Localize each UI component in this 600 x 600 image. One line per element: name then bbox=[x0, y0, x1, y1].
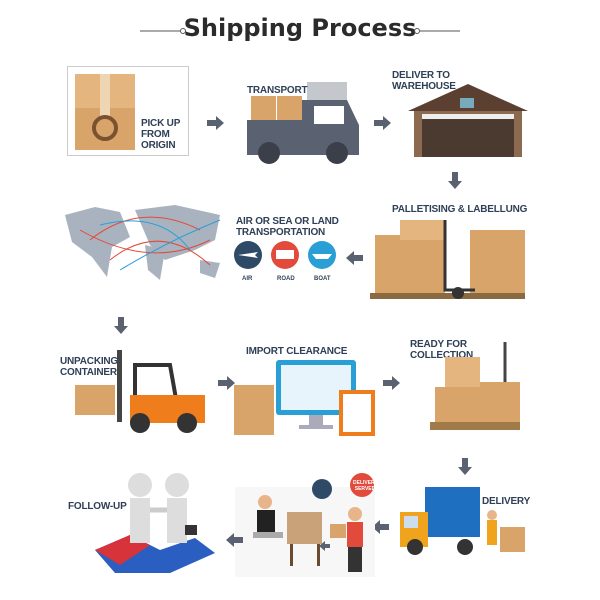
arrow-left-icon bbox=[372, 520, 389, 534]
handshake-puzzle-illustration bbox=[95, 473, 215, 573]
arrow-down-icon bbox=[114, 317, 128, 334]
warehouse-illustration bbox=[408, 84, 528, 157]
transport-truck-illustration bbox=[247, 82, 359, 164]
import-clearance-illustration bbox=[234, 360, 375, 436]
step-warehouse-label: DELIVER TO WAREHOUSE bbox=[392, 70, 456, 92]
boat-label: BOAT bbox=[314, 276, 331, 282]
arrow-left-icon bbox=[346, 251, 363, 265]
arrow-down-icon bbox=[448, 172, 462, 189]
step-ready-label: READY FOR COLLECTION bbox=[410, 339, 473, 361]
arrow-down-icon bbox=[458, 458, 472, 475]
world-map-illustration bbox=[65, 205, 221, 280]
pickup-box-illustration bbox=[67, 66, 189, 156]
delivery-truck-illustration bbox=[400, 487, 525, 555]
air-label: AIR bbox=[242, 276, 253, 282]
step-import-label: IMPORT CLEARANCE bbox=[246, 346, 348, 357]
transport-mode-icons bbox=[234, 241, 336, 269]
arrow-right-icon bbox=[383, 376, 400, 390]
step-transportation-label: AIR OR SEA OR LAND TRANSPORTATION bbox=[236, 216, 339, 238]
title-decoration bbox=[140, 28, 460, 34]
step-pickup-label: PICK UP FROM ORIGIN bbox=[141, 118, 180, 151]
step-unpacking-label: UNPACKING CONTAINER bbox=[60, 356, 119, 378]
pallets-illustration bbox=[370, 220, 525, 299]
page-title: Shipping Process bbox=[183, 14, 417, 42]
step-transport-label: TRANSPORT bbox=[247, 85, 308, 96]
delivery-served-bubble-text: DELIVERY SERVED bbox=[353, 480, 378, 492]
arrow-left-icon bbox=[226, 533, 243, 547]
arrow-right-icon bbox=[207, 116, 224, 130]
arrow-right-icon bbox=[374, 116, 391, 130]
step-followup-label: FOLLOW-UP bbox=[68, 501, 127, 512]
step-palletising-label: PALLETISING & LABELLUNG bbox=[392, 204, 528, 215]
forklift-illustration bbox=[75, 350, 205, 433]
step-delivery-label: DELIVERY bbox=[482, 496, 531, 507]
arrow-right-icon bbox=[218, 376, 235, 390]
road-label: ROAD bbox=[277, 276, 295, 282]
delivery-served-illustration bbox=[235, 473, 375, 577]
ready-boxes-illustration bbox=[430, 342, 520, 430]
